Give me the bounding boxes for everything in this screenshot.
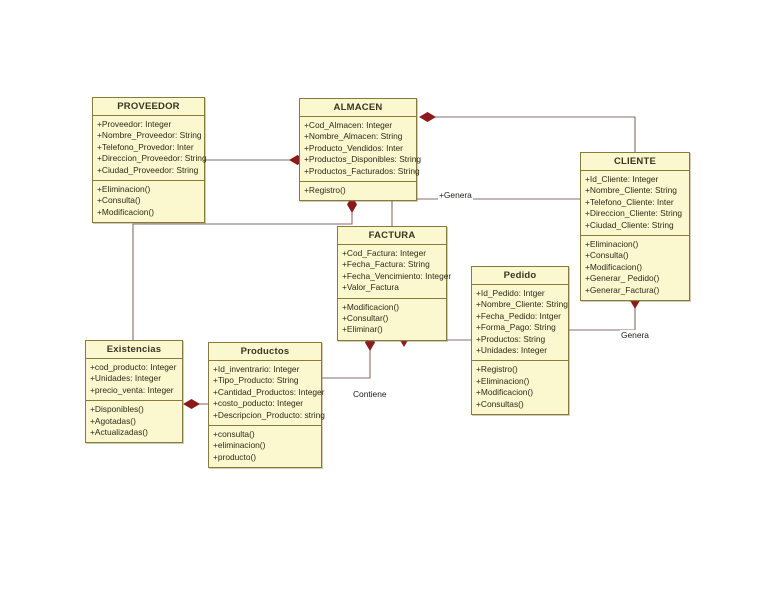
operation-row: +Eliminar() xyxy=(342,324,383,335)
attribute-row: +Nombre_Almacen: String xyxy=(304,131,403,142)
operation-row: +Consulta() xyxy=(585,250,629,261)
attribute-row: +costo_poducto: Integer xyxy=(213,398,304,409)
label-genera-pedido: Genera xyxy=(620,330,650,340)
connector-cliente-almacen xyxy=(427,116,636,152)
attribute-row: +Proveedor: Integer xyxy=(97,119,172,129)
attribute-row: +Fecha_Factura: String xyxy=(342,259,430,270)
attribute-row: +Id_Cliente: Integer xyxy=(585,174,659,184)
class-attributes-productos: +Id_inventrario: Integer+Tipo_Producto: … xyxy=(209,361,325,427)
operation-row: +Actualizadas() xyxy=(90,427,148,438)
class-name-almacen: ALMACEN xyxy=(300,99,416,117)
attribute-row: +Direccion_Proveedor: String xyxy=(97,153,207,164)
operation-row: +producto() xyxy=(213,451,257,462)
class-name-existencias: Existencias xyxy=(86,341,182,359)
class-box-cliente[interactable]: CLIENTE+Id_Cliente: Integer+Nombre_Clien… xyxy=(580,152,690,302)
operation-row: +Modificacion() xyxy=(585,261,643,272)
operation-row: +Consulta() xyxy=(97,195,141,206)
class-box-productos[interactable]: Productos+Id_inventrario: Integer+Tipo_P… xyxy=(208,342,325,469)
operation-row: +Disponibles() xyxy=(90,404,144,415)
attribute-row: +Productos_Facturados: String xyxy=(304,165,420,176)
attribute-row: +Unidades: Integer xyxy=(476,345,548,356)
attribute-row: +Producto_Vendidos: Inter xyxy=(304,142,403,153)
class-operations-productos: +consulta()+eliminacion()+producto() xyxy=(209,426,321,467)
attribute-row: +Productos: String xyxy=(476,333,546,344)
operation-row: +Eliminacion() xyxy=(97,184,151,195)
operation-row: +consulta() xyxy=(213,429,255,440)
class-attributes-pedido: +Id_Pedido: Intger+Nombre_Cliente: Strin… xyxy=(472,285,568,362)
class-name-productos: Productos xyxy=(209,343,321,361)
operation-row: +Consultas() xyxy=(476,398,524,409)
label-contiene: Contiene xyxy=(352,389,388,399)
class-name-proveedor: PROVEEDOR xyxy=(93,98,204,116)
attribute-row: +Cantidad_Productos: Integer xyxy=(213,386,325,397)
operation-row: +Modificacion() xyxy=(342,301,400,312)
attribute-row: +Unidades: Integer xyxy=(90,373,162,384)
class-attributes-factura: +Cod_Factura: Integer+Fecha_Factura: Str… xyxy=(338,245,452,299)
attribute-row: +cod_producto: Integer xyxy=(90,362,177,372)
attribute-row: +Id_inventrario: Integer xyxy=(213,364,300,374)
attribute-row: +Id_Pedido: Intger xyxy=(476,288,545,298)
attribute-row: +Valor_Factura xyxy=(342,282,399,293)
attribute-row: +Telefono_Provedor: Inter xyxy=(97,141,194,152)
connector-existencias-almacen xyxy=(132,206,353,340)
class-operations-existencias: +Disponibles()+Agotadas()+Actualizadas() xyxy=(86,401,182,442)
operation-row: +Generar_Factura() xyxy=(585,284,660,295)
attribute-row: +Tipo_Producto: String xyxy=(213,375,299,386)
diamond-existencias-right xyxy=(183,399,200,409)
class-attributes-almacen: +Cod_Almacen: Integer+Nombre_Almacen: St… xyxy=(300,117,422,183)
attribute-row: +Ciudad_Cliente: String xyxy=(585,219,674,230)
operation-row: +Modificacion() xyxy=(476,387,534,398)
attribute-row: +Cod_Almacen: Integer xyxy=(304,120,393,130)
operation-row: +Eliminacion() xyxy=(476,375,530,386)
class-operations-cliente: +Eliminacion()+Consulta()+Modificacion()… xyxy=(581,236,689,300)
class-operations-factura: +Modificacion()+Consultar()+Eliminar() xyxy=(338,299,446,340)
operation-row: +Registro() xyxy=(476,364,518,375)
operation-row: +Registro() xyxy=(304,185,346,196)
attribute-row: +Descripcion_Producto: string xyxy=(213,409,325,420)
class-attributes-cliente: +Id_Cliente: Integer+Nombre_Cliente: Str… xyxy=(581,171,689,237)
attribute-row: +Direccion_Cliente: String xyxy=(585,208,683,219)
attribute-row: +precio_venta: Integer xyxy=(90,384,174,395)
operation-row: +Agotadas() xyxy=(90,415,136,426)
class-attributes-existencias: +cod_producto: Integer+Unidades: Integer… xyxy=(86,359,182,402)
connector-pedido-cliente xyxy=(569,302,636,331)
class-name-cliente: CLIENTE xyxy=(581,153,689,171)
class-name-pedido: Pedido xyxy=(472,267,568,285)
attribute-row: +Fecha_Vencimiento: Integer xyxy=(342,270,452,281)
attribute-row: +Telefono_Cliente: Inter xyxy=(585,196,674,207)
attribute-row: +Fecha_Pedido: Intger xyxy=(476,310,561,321)
operation-row: +Eliminacion() xyxy=(585,239,639,250)
connector-factura-cliente xyxy=(391,198,580,226)
class-box-proveedor[interactable]: PROVEEDOR+Proveedor: Integer+Nombre_Prov… xyxy=(92,97,207,224)
diamond-almacen-right xyxy=(419,112,436,122)
class-box-factura[interactable]: FACTURA+Cod_Factura: Integer+Fecha_Factu… xyxy=(337,226,452,341)
label-genera-factura: +Genera xyxy=(438,190,473,200)
operation-row: +Modificacion() xyxy=(97,206,155,217)
attribute-row: +Cod_Factura: Integer xyxy=(342,248,427,258)
attribute-row: +Forma_Pago: String xyxy=(476,322,556,333)
attribute-row: +Nombre_Proveedor: String xyxy=(97,130,202,141)
attribute-row: +Productos_Disponibles: String xyxy=(304,154,422,165)
class-operations-pedido: +Registro()+Eliminacion()+Modificacion()… xyxy=(472,361,568,414)
attribute-row: +Nombre_Cliente: String xyxy=(585,185,677,196)
connector-productos-factura xyxy=(322,344,371,379)
class-operations-proveedor: +Eliminacion()+Consulta()+Modificacion() xyxy=(93,181,204,222)
class-box-pedido[interactable]: Pedido+Id_Pedido: Intger+Nombre_Cliente:… xyxy=(471,266,569,416)
class-operations-almacen: +Registro() xyxy=(300,182,416,200)
operation-row: +Generar_ Pedido() xyxy=(585,273,660,284)
class-attributes-proveedor: +Proveedor: Integer+Nombre_Proveedor: St… xyxy=(93,116,207,182)
attribute-row: +Nombre_Cliente: String xyxy=(476,299,568,310)
operation-row: +eliminacion() xyxy=(213,440,266,451)
class-box-existencias[interactable]: Existencias+cod_producto: Integer+Unidad… xyxy=(85,340,183,444)
attribute-row: +Ciudad_Proveedor: String xyxy=(97,164,199,175)
class-box-almacen[interactable]: ALMACEN+Cod_Almacen: Integer+Nombre_Alma… xyxy=(299,98,422,202)
class-name-factura: FACTURA xyxy=(338,227,446,245)
operation-row: +Consultar() xyxy=(342,313,389,324)
